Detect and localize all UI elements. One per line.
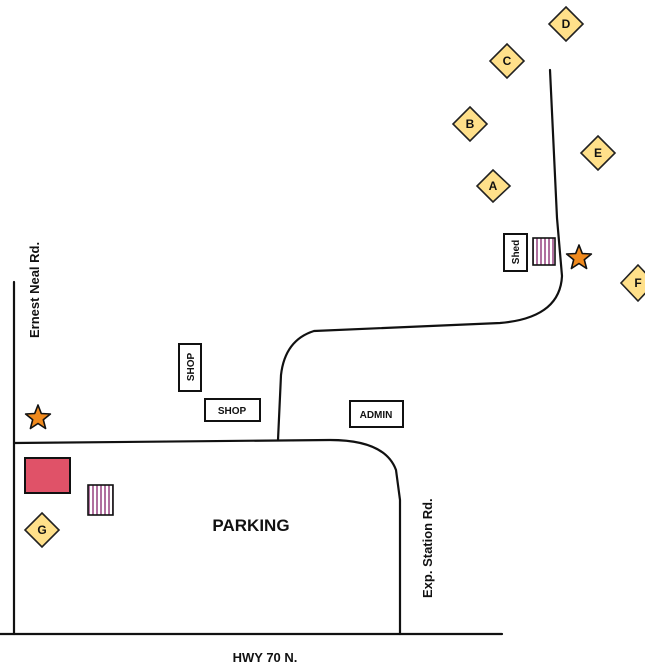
diamond-marker-icon [619, 263, 645, 303]
ernest-neal-road-label: Ernest Neal Rd. [27, 242, 42, 338]
red-building [24, 457, 71, 494]
marker-d: D [547, 5, 585, 43]
diamond-marker-icon [579, 134, 617, 172]
marker-g: G [23, 511, 61, 549]
shop-horizontal-label: SHOP [218, 406, 247, 417]
diamond-marker-icon [475, 168, 512, 204]
diamond-marker-icon [451, 105, 489, 143]
marker-a-label: A [489, 179, 498, 193]
diamond-marker-icon [23, 511, 61, 549]
marker-g-label: G [37, 523, 46, 537]
marker-f-label: F [634, 276, 641, 290]
diamond-marker-icon [547, 5, 585, 43]
shed-label: Shed [511, 240, 522, 264]
marker-f: F [619, 263, 645, 303]
exp-station-road-label: Exp. Station Rd. [420, 498, 435, 598]
marker-a: A [475, 168, 512, 204]
marker-e: E [579, 134, 617, 172]
parking-loop-road [12, 438, 402, 636]
hwy-70-label: HWY 70 N. [233, 650, 298, 665]
shop-horizontal-building [204, 398, 261, 422]
admin-building [349, 400, 404, 428]
striped-structure-icon [87, 484, 114, 516]
admin-label: ADMIN [360, 410, 393, 421]
shop-vertical-label: SHOP [186, 353, 197, 382]
shop-vertical-building [178, 343, 202, 392]
shed-building [503, 233, 528, 272]
marker-d-label: D [562, 17, 571, 31]
marker-e-label: E [594, 146, 602, 160]
parking-label: PARKING [212, 516, 289, 535]
marker-b: B [451, 105, 489, 143]
marker-c-label: C [503, 54, 512, 68]
star-icon [565, 244, 593, 270]
striped-structure-icon [532, 237, 556, 266]
marker-c: C [488, 42, 526, 80]
star-icon [24, 404, 52, 430]
main-drive-road [276, 68, 564, 442]
marker-b-label: B [466, 117, 475, 131]
diamond-marker-icon [488, 42, 526, 80]
